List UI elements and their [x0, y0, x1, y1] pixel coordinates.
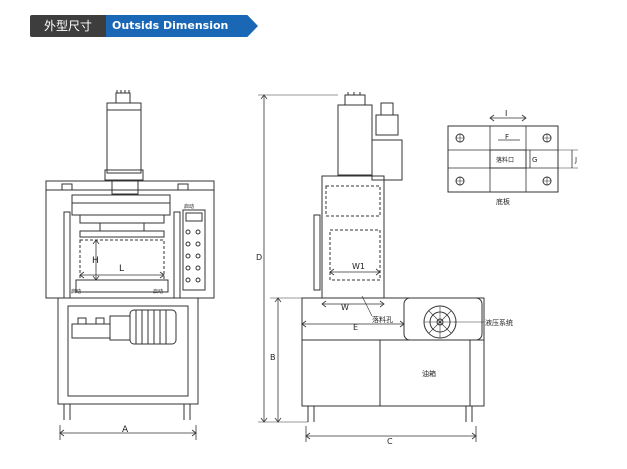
- base-dim-i-label: I: [505, 109, 507, 118]
- side-dim-b-label: B: [270, 353, 276, 362]
- base-dim-g-label: G: [532, 156, 537, 164]
- front-cylinder: [106, 102, 142, 174]
- side-dim-w-label: W: [341, 303, 349, 312]
- front-lower-body: [57, 297, 199, 405]
- side-dim-w1-label: W1: [352, 262, 365, 271]
- base-dim-j-label: J: [574, 156, 577, 164]
- front-cylinder-cap: [115, 92, 131, 104]
- section-title-chinese: 外型尺寸: [30, 15, 106, 37]
- front-start-label-left: 启动: [71, 288, 81, 295]
- front-motor: [129, 309, 177, 345]
- front-control-panel: [182, 209, 206, 291]
- section-title-english: Outsids Dimension: [106, 15, 258, 37]
- base-dim-f-label: F: [505, 133, 509, 141]
- side-oil-tank-label: 油箱: [422, 369, 436, 378]
- front-column-left: [63, 211, 71, 299]
- side-drop-hole-label: 落料孔: [372, 315, 393, 324]
- section-header: 外型尺寸 Outsids Dimension: [30, 11, 258, 37]
- side-hydraulic-unit: [403, 297, 483, 341]
- base-plate-outline: [447, 125, 559, 193]
- side-cylinder: [337, 104, 373, 176]
- base-drop-port-label: 落料口: [496, 156, 514, 164]
- front-dim-h-label: H: [92, 256, 99, 266]
- front-view: [45, 90, 215, 440]
- side-view: [258, 92, 485, 442]
- base-plate: [447, 114, 578, 193]
- side-valve: [375, 114, 399, 136]
- base-plate-caption: 底板: [496, 197, 510, 206]
- side-hydraulic-label: 液压系统: [485, 318, 513, 327]
- side-dim-c-label: C: [387, 437, 393, 446]
- side-dim-e-label: E: [353, 323, 358, 332]
- front-dim-l-label: L: [119, 264, 124, 274]
- side-dim-d-label: D: [256, 253, 262, 262]
- front-top-label: 启动: [184, 203, 194, 210]
- base-plate-drop-port: [489, 149, 527, 169]
- front-column-right: [173, 211, 181, 299]
- title-arrow-icon: [102, 20, 108, 32]
- side-lower-body: [301, 297, 485, 407]
- front-dim-a-label: A: [122, 425, 129, 435]
- front-start-label-right: 启动: [153, 288, 163, 295]
